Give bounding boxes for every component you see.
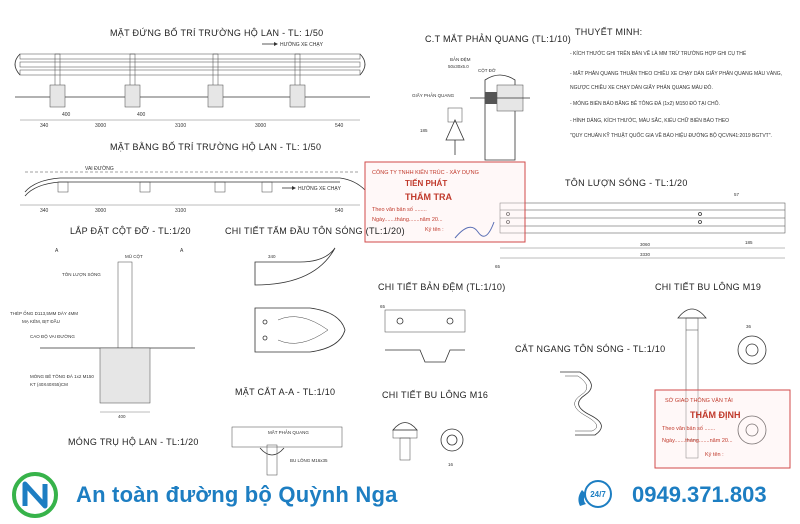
wave-beam-detail: 3060 3330 185 57 65 — [495, 192, 786, 269]
note-line-5: - HÌNH DÁNG, KÍCH THƯỚC, MÀU SẮC, KIỂU C… — [570, 116, 729, 124]
stamp-review: CÔNG TY TNHH KIẾN TRÚC - XÂY DỰNG TIẾN P… — [364, 161, 526, 243]
stamp-so-gtvt: SỞ GIAO THÔNG VẬN TẢI — [665, 397, 733, 404]
bolt-label-aa: BU LÔNG M16x35 — [290, 457, 328, 463]
stamp-ky-ten-2: Ký tên : — [705, 452, 724, 458]
dim-3100-b: 3100 — [175, 208, 186, 214]
washer-plate-detail: 65 — [380, 304, 466, 363]
title-wave-beam: TÔN LƯỢN SÓNG - TL:1/20 — [565, 178, 688, 188]
title-post-install: LẮP ĐẶT CỘT ĐỠ - TL:1/20 — [70, 226, 191, 236]
title-end-piece: CHI TIẾT TẤM ĐẦU TÔN SÓNG (TL:1/20) — [225, 226, 405, 236]
stamp-theo-van-ban-2: Theo văn bản số ....... — [662, 426, 716, 432]
stamp-ky-ten: Ký tên : — [425, 227, 444, 233]
section-aa-detail: MẮT PHẢN QUANG BU LÔNG M16x35 — [231, 426, 343, 476]
shoulder-label: VAI ĐƯỜNG — [85, 165, 114, 172]
dim-65-b: 65 — [380, 304, 386, 309]
hotline-phone[interactable]: 0949.371.803 — [632, 482, 767, 507]
post-foundation — [99, 347, 151, 404]
dim-400-b: 400 — [137, 112, 146, 118]
title-notes: THUYẾT MINH: — [575, 27, 642, 37]
pad-size-label: 50x30x5.0 — [448, 64, 469, 69]
pipe-label: THÉP ỐNG D113,5MM DÀY 4MM — [10, 310, 78, 316]
note-line-4: - MÓNG BIỂN BÁO BẰNG BÊ TÔNG ĐÁ (1x2) M1… — [570, 99, 720, 107]
stamp-company: CÔNG TY TNHH KIẾN TRÚC - XÂY DỰNG — [372, 169, 479, 176]
note-line-2: - MẮT PHẢN QUANG THUẬN THEO CHIỀU XE CHẠ… — [570, 69, 782, 77]
stamp-company-2: TIẾN PHÁT — [405, 178, 447, 188]
dim-3000-a: 3000 — [95, 123, 106, 129]
reflector-label-aa: MẮT PHẢN QUANG — [268, 428, 309, 435]
dim-400-a: 400 — [62, 112, 71, 118]
stamp-ngay: Ngày.......tháng.......năm 20... — [372, 217, 443, 223]
dim-340-a: 340 — [40, 123, 49, 129]
reflector-detail: BẢN ĐỆM 50x30x5.0 CỘT ĐỠ GIẤY PHẢN QUANG… — [412, 55, 530, 161]
dim-320: 340 — [268, 254, 276, 259]
dim-label-small: 185 — [420, 128, 428, 133]
section-mark-a-right: A — [180, 248, 184, 254]
foundation-label: MÓNG BÊ TÔNG ĐÁ 1x2 M150 — [30, 372, 94, 379]
post-install-detail: A A MŨ CỘT TÔN LƯỢN SÓNG THÉP ỐNG D113,5… — [10, 248, 195, 419]
dim-340-b: 340 — [40, 208, 49, 214]
section-mark-a-left: A — [55, 248, 59, 254]
title-foundation: MÓNG TRỤ HỘ LAN - TL:1/20 — [68, 437, 199, 447]
title-section-aa: MẶT CẮT A-A - TL:1/10 — [235, 387, 335, 397]
title-bolt-m16: CHI TIẾT BU LÔNG M16 — [382, 390, 488, 400]
title-bolt-m19: CHI TIẾT BU LÔNG M19 — [655, 282, 761, 292]
beam-section-detail — [560, 371, 602, 436]
plan-view: VAI ĐƯỜNG HƯỚNG XE CHẠY 340 3000 3100 54… — [20, 165, 366, 214]
signature-1 — [454, 221, 495, 239]
dim-540-a: 540 — [335, 123, 344, 129]
hotline-24-7-icon: 24/7 — [578, 480, 612, 508]
reflective-paper-label: GIẤY PHẢN QUANG — [412, 92, 455, 98]
dim-3330: 3330 — [640, 252, 651, 257]
hotline-badge: 24/7 — [590, 490, 606, 499]
stamp-tham-dinh: THẨM ĐỊNH — [690, 409, 741, 420]
bolt-m19-detail: 36 — [677, 308, 767, 459]
stamp-ngay-2: Ngày.......tháng.......năm 20... — [662, 438, 733, 444]
title-washer-plate: CHI TIẾT BẢN ĐỆM (TL:1/10) — [378, 281, 506, 292]
dim-57: 57 — [734, 192, 740, 197]
brand-logo-icon — [12, 472, 58, 518]
dim-36: 36 — [746, 324, 752, 329]
beam-label: TÔN LƯỢN SÓNG — [62, 271, 101, 277]
foundation-size-label: KT (40X40X55)CM — [30, 382, 68, 387]
shoulder-elev-label: CAO ĐỘ VAI ĐƯỜNG — [30, 333, 75, 339]
note-line-3: NGƯỢC CHIỀU XE CHẠY DÁN GIẤY PHẢN QUANG … — [570, 84, 713, 91]
direction-label-1: HƯỚNG XE CHẠY — [280, 41, 324, 48]
dim-400-c: 400 — [118, 414, 126, 419]
title-mat-bang: MẶT BẰNG BỐ TRÍ TRƯỜNG HỘ LAN - TL: 1/50 — [110, 141, 321, 152]
dim-3000-c: 3000 — [95, 208, 106, 214]
note-line-1: - KÍCH THƯỚC GHI TRÊN BẢN VẼ LÀ MM TRỪ T… — [570, 49, 747, 57]
dim-3060: 3060 — [640, 242, 651, 247]
title-reflector: C.T MẮT PHẢN QUANG (TL:1/10) — [425, 33, 571, 44]
note-line-6: "QUY CHUẨN KỸ THUẬT QUỐC GIA VỀ BÁO HIỆU… — [570, 131, 772, 139]
pad-label: BẢN ĐỆM — [450, 55, 471, 62]
brand-footer: An toàn đường bộ Quỳnh Nga 24/7 0949.371… — [0, 466, 800, 524]
stamp-approval: SỞ GIAO THÔNG VẬN TẢI THẨM ĐỊNH Theo văn… — [654, 389, 791, 469]
stamp-tham-tra: THẨM TRA — [405, 191, 452, 202]
cap-label: MŨ CỘT — [125, 253, 143, 259]
stamp-theo-van-ban: Theo văn bản số ........ — [372, 207, 427, 213]
brand-name: An toàn đường bộ Quỳnh Nga — [76, 482, 398, 507]
dim-16: 16 — [448, 462, 454, 467]
dim-3100-a: 3100 — [175, 123, 186, 129]
elevation-view: HƯỚNG XE CHẠY 340 3000 3100 3000 540 400… — [14, 41, 370, 129]
dim-3000-b: 3000 — [255, 123, 266, 129]
bolt-m16-detail: 16 — [392, 422, 464, 467]
title-beam-section: CẮT NGANG TÔN SÓNG - TL:1/10 — [515, 344, 665, 354]
dim-185: 185 — [745, 240, 753, 245]
direction-label-2: HƯỚNG XE CHẠY — [298, 185, 342, 192]
end-piece-detail: 340 — [254, 247, 346, 353]
title-mat-dung: MẶT ĐỨNG BỐ TRÍ TRƯỜNG HỘ LAN - TL: 1/50 — [110, 27, 323, 38]
post-label: CỘT ĐỠ — [478, 67, 496, 73]
notes-block: - KÍCH THƯỚC GHI TRÊN BẢN VẼ LÀ MM TRỪ T… — [570, 49, 782, 139]
dim-65: 65 — [495, 264, 501, 269]
galv-label: MẠ KẼM, BỊT ĐẦU — [22, 318, 60, 324]
dim-540-b: 540 — [335, 208, 344, 214]
